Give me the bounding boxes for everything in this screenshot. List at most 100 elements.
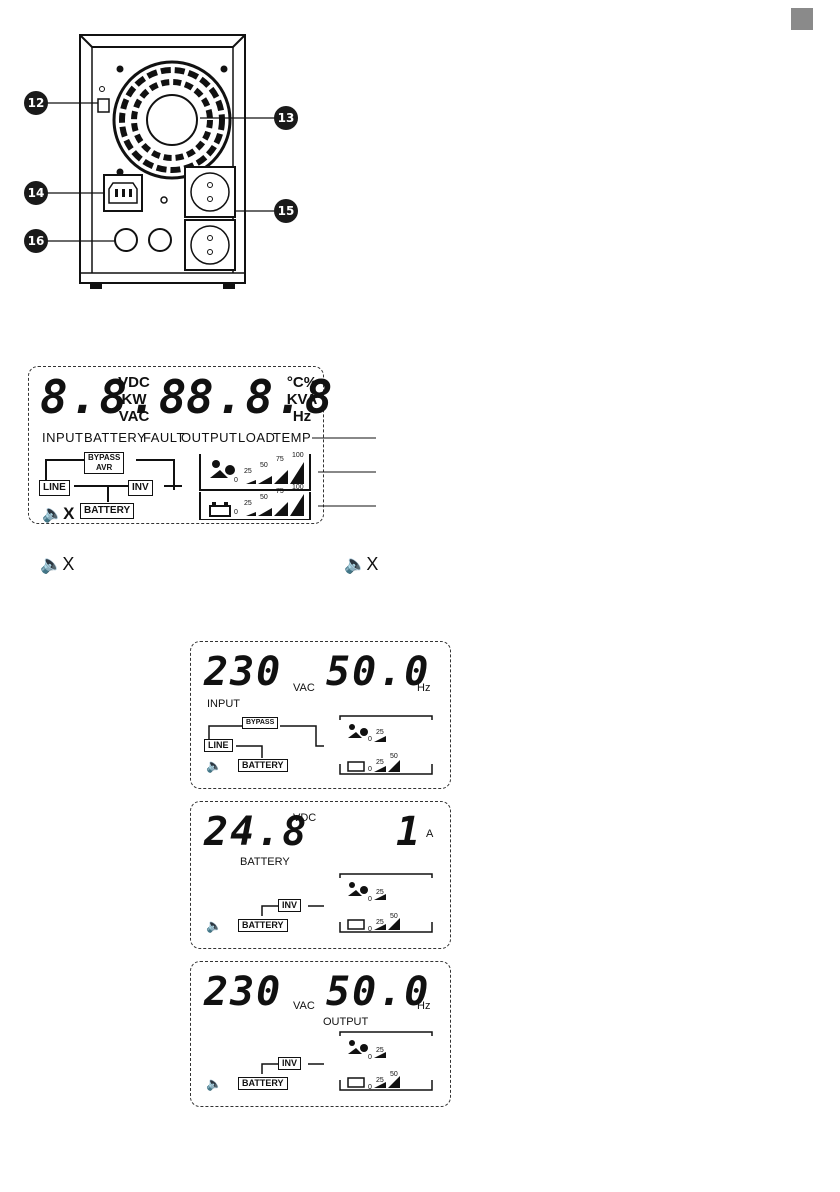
screen3-load-tick-25: 25 xyxy=(376,1047,384,1054)
load-icon xyxy=(210,460,235,478)
label-load: LOAD xyxy=(238,430,276,445)
screen2-diagram xyxy=(261,873,433,933)
speaker-icon: 🔈 xyxy=(206,1076,223,1091)
ups-rear-panel-illustration xyxy=(40,34,275,289)
screen3-battery-box: BATTERY xyxy=(238,1077,288,1090)
screen1-bypass-box: BYPASS xyxy=(242,717,279,729)
screen3-load-tick-0: 0 xyxy=(368,1054,372,1061)
callout-12: 12 xyxy=(24,91,48,115)
screen2-value2: 1 xyxy=(396,809,423,855)
batt-tick-50: 50 xyxy=(260,494,268,501)
screen1-diagram xyxy=(208,715,433,775)
batt-tick-100: 100 xyxy=(292,484,304,491)
lcd-right-digits: 8.8.8 xyxy=(186,370,335,424)
mute-indicator: 🔈X xyxy=(42,504,75,524)
load-tick-75: 75 xyxy=(276,456,284,463)
speaker-icon: 🔈 xyxy=(344,554,367,574)
callout-13: 13 xyxy=(274,106,298,130)
screen2-inv-box: INV xyxy=(278,899,302,912)
label-fault: FAULT xyxy=(143,430,185,445)
label-output: OUTPUT xyxy=(181,430,238,445)
unit-vdc: VDC xyxy=(118,374,150,391)
screen3-batt-tick-25: 25 xyxy=(376,1077,384,1084)
label-temp: TEMP xyxy=(273,430,312,445)
batt-tick-75: 75 xyxy=(276,488,284,495)
main-lcd-leaders xyxy=(312,437,376,507)
label-input: INPUT xyxy=(42,430,84,445)
lcd-left-units: VDC KW VAC xyxy=(114,374,154,425)
batt-tick-0: 0 xyxy=(234,509,238,516)
load-tick-25: 25 xyxy=(244,468,252,475)
speaker-icon: 🔈 xyxy=(206,758,223,773)
unit-temp-percent: °C% xyxy=(286,374,318,391)
screen1-value2: 50.0 xyxy=(326,649,431,695)
port-round xyxy=(148,228,172,252)
speaker-icon: 🔈 xyxy=(40,554,63,574)
lcd-screen-output xyxy=(190,961,451,1107)
screen1-unit2: Hz xyxy=(417,682,431,694)
screen2-load-tick-25: 25 xyxy=(376,889,384,896)
label-battery: BATTERY xyxy=(84,430,147,445)
fan-grille xyxy=(112,60,232,180)
screen2-batt-tick-50: 50 xyxy=(390,913,398,920)
screen3-diagram xyxy=(261,1031,433,1091)
load-tick-50: 50 xyxy=(260,462,268,469)
ac-input-socket xyxy=(103,174,143,212)
lcd-screen-battery xyxy=(190,801,451,949)
load-tick-100: 100 xyxy=(292,452,304,459)
screen1-batt-tick-50: 50 xyxy=(390,753,398,760)
line-box: LINE xyxy=(39,480,70,496)
avr-label: AVR xyxy=(96,463,113,472)
screen1-battery-box: BATTERY xyxy=(238,759,288,772)
mute-marker-right: 🔈X xyxy=(344,554,378,575)
output-socket-top xyxy=(184,166,236,218)
speaker-icon: 🔈 xyxy=(42,504,64,523)
power-flow-lines xyxy=(45,459,182,502)
screen3-value2: 50.0 xyxy=(326,969,431,1015)
load-tick-0: 0 xyxy=(234,477,238,484)
screen3-inv-box: INV xyxy=(278,1057,302,1070)
screen2-unit1: VDC xyxy=(293,812,317,824)
screen3-unit2: Hz xyxy=(417,1000,431,1012)
mute-x: X xyxy=(63,504,75,523)
unit-kva: KVA xyxy=(286,391,318,408)
screen2-label: BATTERY xyxy=(240,856,290,868)
lcd-right-units: °C% KVA Hz xyxy=(284,374,320,425)
battery-icon xyxy=(209,502,231,517)
screen1-value1: 230 xyxy=(204,649,283,695)
battery-box: BATTERY xyxy=(80,503,135,519)
screen3-unit1: VAC xyxy=(293,1000,315,1012)
inv-box: INV xyxy=(128,480,153,496)
screen1-label: INPUT xyxy=(207,698,240,710)
screen1-line-box: LINE xyxy=(204,739,233,752)
lcd-left-digits: 8.8.8 xyxy=(40,370,189,424)
callout-16: 16 xyxy=(24,229,48,253)
screen2-batt-tick-0: 0 xyxy=(368,926,372,933)
small-switch xyxy=(97,98,110,113)
screen1-unit1: VAC xyxy=(293,682,315,694)
output-socket-bottom xyxy=(184,219,236,271)
bypass-label: BYPASS xyxy=(88,453,121,462)
screen2-unit2: A xyxy=(426,828,434,840)
unit-hz: Hz xyxy=(292,408,312,425)
mute-x: X xyxy=(62,554,75,574)
bypass-avr-box: BYPASS AVR xyxy=(84,452,125,474)
unit-kw: KW xyxy=(121,391,147,408)
screen3-batt-tick-50: 50 xyxy=(390,1071,398,1078)
screen3-label: OUTPUT xyxy=(323,1016,369,1028)
callout-14: 14 xyxy=(24,181,48,205)
screen1-batt-tick-25: 25 xyxy=(376,759,384,766)
mute-marker-left: 🔈X xyxy=(40,554,74,575)
screen3-batt-tick-0: 0 xyxy=(368,1084,372,1091)
batt-tick-25: 25 xyxy=(244,500,252,507)
screen2-batt-tick-25: 25 xyxy=(376,919,384,926)
screen2-value1: 24.8 xyxy=(204,809,309,855)
screen1-load-tick-25: 25 xyxy=(376,729,384,736)
screen1-load-tick-0: 0 xyxy=(368,736,372,743)
callout-15: 15 xyxy=(274,199,298,223)
level-bars xyxy=(199,454,311,520)
lcd-screen-input xyxy=(190,641,451,789)
screen2-battery-box: BATTERY xyxy=(238,919,288,932)
circuit-breaker xyxy=(114,228,138,252)
page-marker xyxy=(791,8,813,30)
